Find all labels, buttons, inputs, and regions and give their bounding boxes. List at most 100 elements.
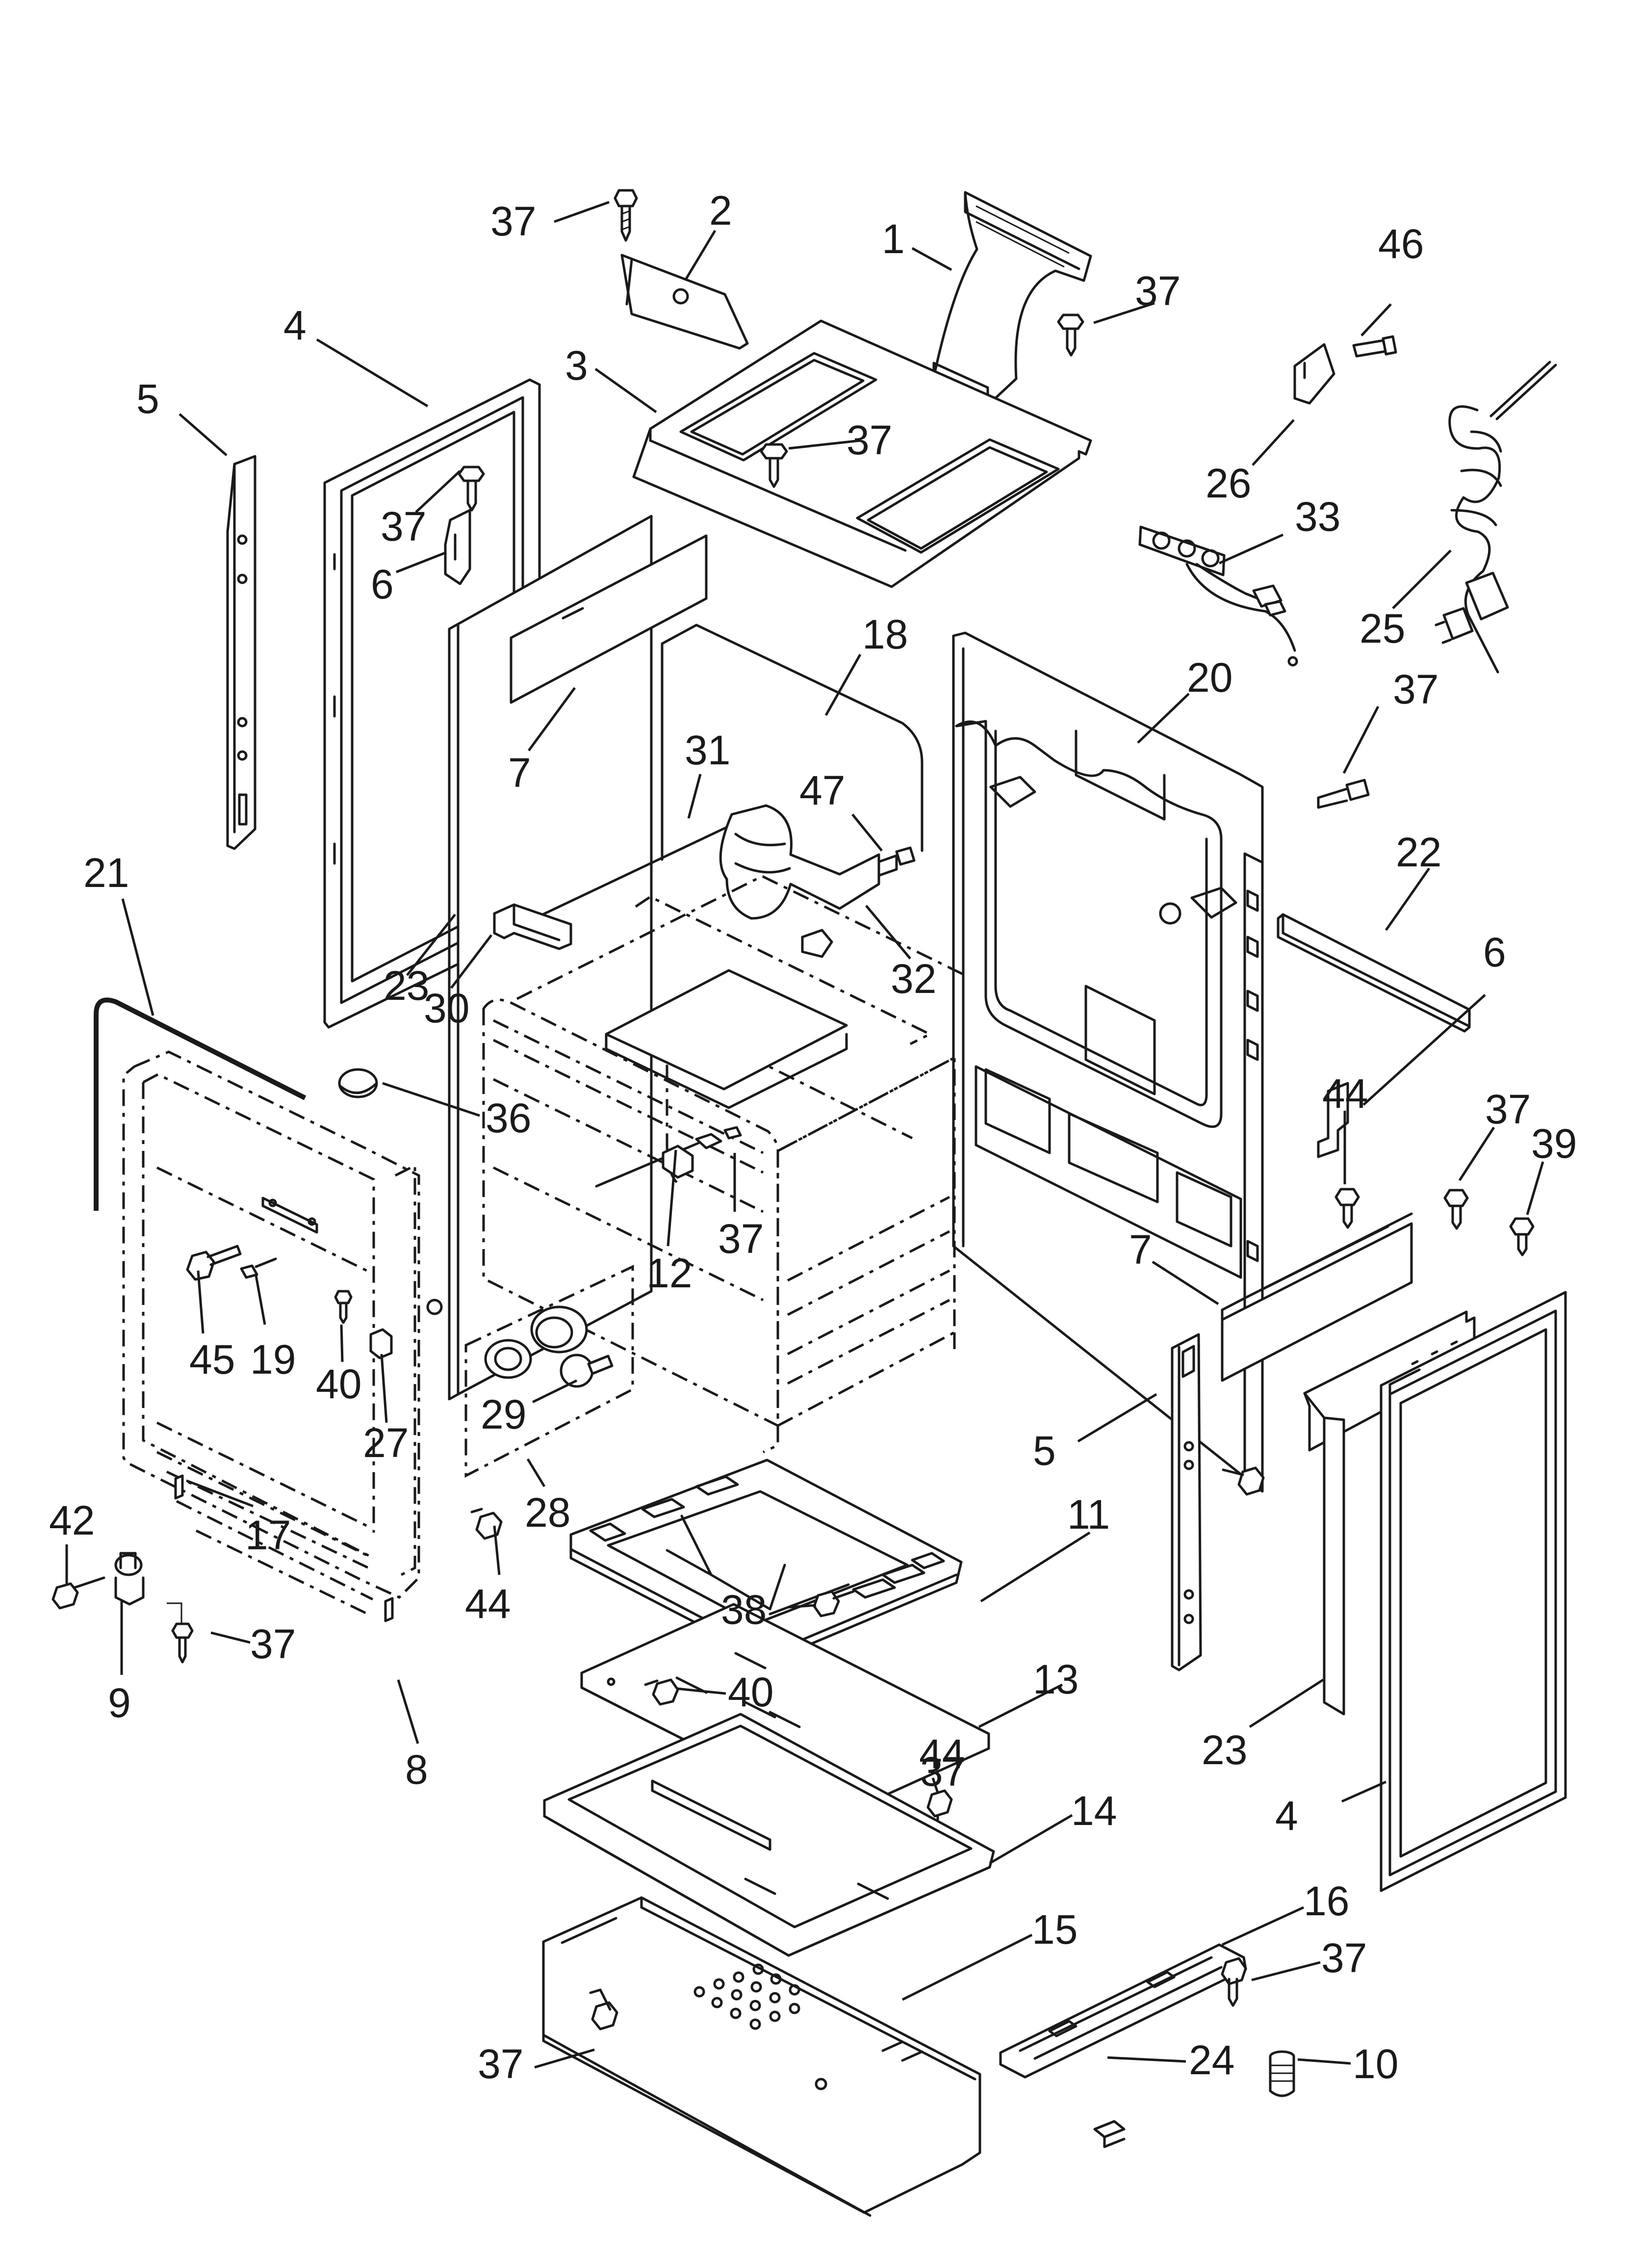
part-side-strip-5-right [1171,1333,1202,1671]
callout: 46 [1378,221,1424,267]
callout: 44 [919,1731,965,1777]
part-screw-duct [1057,313,1084,357]
callout: 37 [490,198,536,244]
callout: 8 [405,1747,428,1793]
part-screw-44-door [470,1508,503,1540]
callout: 37 [250,1621,296,1667]
callout: 1 [882,216,905,262]
part-screw-sensor [723,1126,742,1140]
part-rod-31 [535,809,764,919]
part-bracket-6-left [444,509,471,585]
leader-lines [65,201,1544,2069]
part-sensor-12 [595,1133,722,1188]
callout: 12 [646,1250,692,1296]
part-tray-13 [580,1603,990,1819]
part-screw-42 [51,1576,105,1610]
part-screw-top-left [614,189,638,242]
part-screw-44-right [1334,1188,1360,1229]
callout: 33 [1295,494,1340,540]
part-power-cord-25 [1435,361,1557,674]
callout: 18 [862,611,908,657]
callout: 40 [316,1361,361,1407]
callout: 32 [891,956,936,1002]
part-valve-assembly-32 [719,804,880,958]
callout: 19 [250,1336,296,1382]
callout: 26 [1206,460,1251,506]
part-burner-baffle-11 [569,1459,963,1663]
callout: 21 [83,850,129,896]
callout: 42 [49,1497,95,1543]
part-top-panel-3 [632,319,1092,588]
callout: 23 [384,963,429,1009]
callout: 13 [1033,1656,1078,1702]
part-side-frame-4-right [1380,1291,1567,1892]
callout-labels: 37 2 1 37 46 4 3 37 5 37 6 26 33 25 18 7… [49,187,1577,2087]
callout: 39 [1531,1121,1577,1167]
part-screw-39 [1509,1217,1535,1256]
callout: 37 [478,2041,523,2087]
part-bracket-6-right [1317,1082,1349,1158]
callout: 2 [709,187,732,234]
callout: 7 [1129,1226,1152,1273]
callout: 44 [1322,1070,1368,1117]
part-plate-15 [542,1896,981,2217]
callout: 9 [108,1680,131,1726]
part-bracket-2 [620,254,749,350]
part-hinge-receptacle-30 [493,903,572,950]
part-spacer-27 [369,1328,393,1359]
callout: 28 [525,1489,570,1536]
part-screw-19 [240,1257,277,1279]
callout: 25 [1360,605,1405,652]
callout: 38 [721,1587,767,1633]
callout: 29 [481,1391,526,1437]
callout: 5 [136,376,159,422]
part-screw-left-frame [458,466,485,512]
part-screw-rear-panel [1317,779,1370,809]
callout: 17 [245,1512,291,1558]
part-screw-46 [1352,335,1397,358]
part-screw-37-door-bottom [167,1602,194,1664]
part-vent-duct-1 [931,191,1092,408]
callout: 37 [381,503,426,549]
part-gasket-18 [661,624,924,861]
part-clip-24 [1093,2120,1126,2148]
part-hinge-9 [114,1552,145,1606]
callout: 16 [1304,1878,1349,1924]
callout: 31 [685,727,730,773]
part-cap-36 [338,1068,378,1098]
part-screw-37-right [1443,1189,1469,1230]
callout: 37 [1485,1086,1531,1132]
part-oven-door-inner-8 [122,1050,443,1616]
part-harness-33 [1138,525,1298,667]
callout: 44 [465,1581,511,1627]
callout: 37 [1393,666,1438,712]
part-bottom-panel-14 [543,1713,995,1957]
callout: 22 [1396,829,1441,875]
part-clip-26 [1293,343,1335,405]
part-rear-panel-20 [952,631,1264,1493]
callout: 45 [189,1336,235,1382]
callout: 37 [1321,1935,1367,1981]
part-latch-17 [174,1474,394,1622]
callout: 20 [1187,654,1232,701]
callout: 3 [565,342,588,389]
callout: 5 [1033,1428,1056,1474]
part-screw-top-panel [760,443,788,488]
part-screw-40-tray [644,1678,679,1706]
part-leveling-leg-10 [1269,2050,1295,2097]
part-insulation-7-upper [510,534,708,704]
callout: 4 [283,302,307,348]
callout: 24 [1189,2037,1234,2083]
callout: 37 [847,417,892,463]
callout: 7 [508,750,531,796]
callout: 14 [1071,1788,1117,1834]
callout: 37 [1135,268,1180,314]
part-screw-47 [875,846,916,878]
callout: 40 [728,1669,773,1715]
part-screw-40-door [334,1290,353,1324]
callout: 6 [371,561,394,607]
callout: 23 [1202,1727,1247,1773]
callout: 37 [718,1216,764,1262]
part-screw-37-rail [1221,1957,1247,2007]
callout: 30 [424,985,469,1031]
